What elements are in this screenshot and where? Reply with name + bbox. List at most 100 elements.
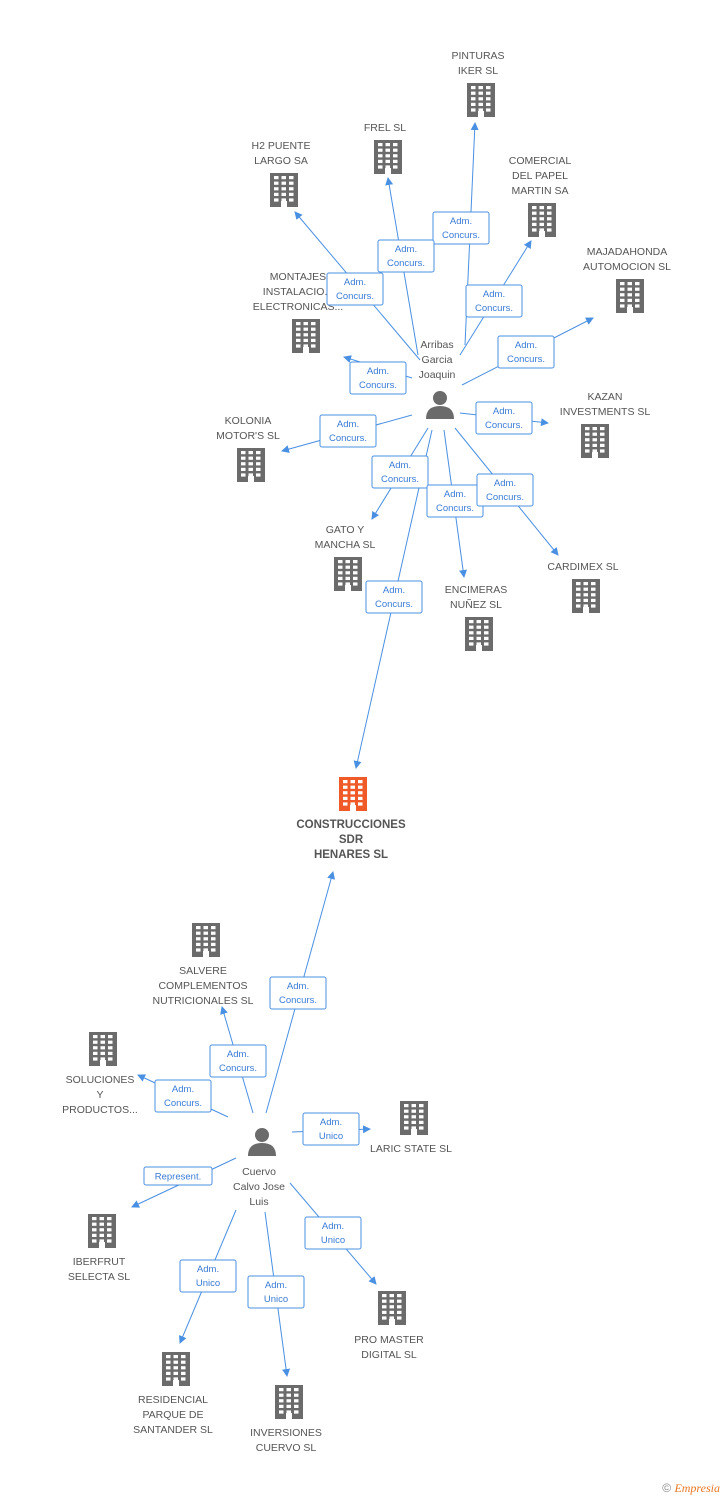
relation-label-arribas-kazan[interactable]: Adm. Concurs. (475, 401, 533, 435)
relation-text: Concurs. (359, 380, 397, 391)
relation-text: Adm. (515, 340, 537, 351)
relation-label-cuervo-iberfrut[interactable]: Represent. (143, 1166, 213, 1186)
relation-label-cuervo-promaster[interactable]: Adm.Unico (304, 1216, 362, 1250)
company-label-h2puente-line-2: LARGO SA (254, 155, 308, 167)
relation-text: Concurs. (219, 1063, 257, 1074)
company-icon-salvere[interactable] (192, 923, 220, 957)
company-icon-laric[interactable] (400, 1101, 428, 1135)
relation-text: Unico (264, 1294, 288, 1305)
company-label-encimeras-line-2: NUÑEZ SL (450, 598, 502, 611)
relation-label-arribas-frel[interactable]: Adm.Concurs. (377, 239, 435, 273)
relation-text: Concurs. (485, 420, 523, 431)
relation-label-cuervo-laric[interactable]: Adm. Unico (302, 1112, 360, 1146)
relation-text: Adm. (197, 1264, 219, 1275)
company-label-gato-line-2: MANCHA SL (315, 539, 376, 551)
company-label-residencial-line-1: RESIDENCIAL (138, 1394, 208, 1406)
relation-label-cuervo-soluciones[interactable]: Adm.Concurs. (154, 1079, 212, 1113)
relation-label-arribas-montajes[interactable]: Adm. Concurs. (349, 361, 407, 395)
focus-company-label-line-1: CONSTRUCCIONES (296, 819, 406, 831)
relation-label-arribas-pinturas[interactable]: Adm.Concurs. (432, 211, 490, 245)
relation-label-cuervo-inversiones[interactable]: Adm. Unico (247, 1275, 305, 1309)
relation-label-arribas-gato[interactable]: Adm.Concurs. (371, 455, 429, 489)
relation-text: Concurs. (507, 354, 545, 365)
relation-text: Concurs. (436, 503, 474, 514)
relation-text: Adm. (383, 585, 405, 596)
company-icon-residencial[interactable] (162, 1352, 190, 1386)
company-label-residencial-line-2: PARQUE DE (142, 1409, 203, 1421)
relation-label-arribas-h2puente[interactable]: Adm. Concurs. (326, 272, 384, 306)
company-icon-iberfrut[interactable] (88, 1214, 116, 1248)
company-label-pinturas-line-1: PINTURAS (451, 50, 504, 62)
relation-text: Concurs. (336, 291, 374, 302)
company-label-gato-line-1: GATO Y (326, 524, 365, 536)
person-label-cuervo-line-2: Calvo Jose (233, 1181, 285, 1193)
company-label-montajes-line-3: ELECTRONICAS... (253, 301, 343, 313)
person-icon-cuervo[interactable] (248, 1128, 276, 1156)
company-icon-promaster[interactable] (378, 1291, 406, 1325)
brand-logo: Empresia (674, 1481, 720, 1495)
relation-text: Unico (321, 1235, 345, 1246)
company-icon-soluciones[interactable] (89, 1032, 117, 1066)
company-label-iberfrut-line-2: SELECTA SL (68, 1271, 130, 1283)
relation-text: Concurs. (475, 303, 513, 314)
relation-text: Unico (319, 1131, 343, 1142)
company-label-inversiones-line-2: CUERVO SL (256, 1442, 317, 1454)
relation-text: Adm. (367, 366, 389, 377)
focus-company-icon[interactable] (339, 777, 367, 811)
relation-text: Adm. (444, 489, 466, 500)
copyright-symbol: © (662, 1481, 672, 1495)
relation-label-arribas-construcciones[interactable]: Adm. Concurs. (365, 580, 423, 614)
company-label-majadahonda-line-1: MAJADAHONDA (587, 246, 668, 258)
company-icon-frel[interactable] (374, 140, 402, 174)
company-label-montajes-line-1: MONTAJES (270, 271, 326, 283)
relation-text: Represent. (155, 1172, 201, 1183)
relation-label-arribas-majadahonda[interactable]: Adm. Concurs. (497, 335, 555, 369)
focus-company-label-line-3: HENARES SL (314, 849, 388, 861)
relation-label-arribas-encimeras[interactable]: Adm. Concurs. (426, 484, 484, 518)
company-label-montajes-line-2: INSTALACIO... (263, 286, 333, 298)
relation-text: Adm. (265, 1280, 287, 1291)
company-icon-pinturas[interactable] (467, 83, 495, 117)
company-icon-cardimex[interactable] (572, 579, 600, 613)
company-label-majadahonda-line-2: AUTOMOCION SL (583, 261, 671, 273)
company-label-inversiones-line-1: INVERSIONES (250, 1427, 322, 1439)
company-label-promaster-line-1: PRO MASTER (354, 1334, 424, 1346)
relation-text: Adm. (493, 406, 515, 417)
relation-text: Adm. (320, 1117, 342, 1128)
relation-text: Adm. (494, 478, 516, 489)
relation-text: Concurs. (375, 599, 413, 610)
company-icon-gato[interactable] (334, 557, 362, 591)
relation-text: Adm. (337, 419, 359, 430)
company-icon-kazan[interactable] (581, 424, 609, 458)
relation-text: Adm. (172, 1084, 194, 1095)
relation-text: Concurs. (329, 433, 367, 444)
company-icon-kolonia[interactable] (237, 448, 265, 482)
relation-label-cuervo-construcciones[interactable]: Adm.Concurs. (269, 976, 327, 1010)
relation-text: Adm. (483, 289, 505, 300)
person-icon-arribas[interactable] (426, 391, 454, 419)
company-icon-inversiones[interactable] (275, 1385, 303, 1419)
company-label-comercial-line-1: COMERCIAL (509, 155, 572, 167)
company-label-laric-line-1: LARIC STATE SL (370, 1143, 452, 1155)
copyright-footer: © Empresia (662, 1481, 720, 1496)
company-label-h2puente-line-1: H2 PUENTE (252, 140, 311, 152)
company-icon-comercial[interactable] (528, 203, 556, 237)
relation-text: Concurs. (279, 995, 317, 1006)
relation-text: Adm. (344, 277, 366, 288)
relation-label-cuervo-salvere[interactable]: Adm.Concurs. (209, 1044, 267, 1078)
relation-label-arribas-cardimex[interactable]: Adm.Concurs. (476, 473, 534, 507)
company-icon-majadahonda[interactable] (616, 279, 644, 313)
company-label-soluciones-line-3: PRODUCTOS... (62, 1104, 138, 1116)
person-label-arribas-line-2: Garcia (422, 354, 453, 366)
company-icon-encimeras[interactable] (465, 617, 493, 651)
person-label-cuervo-line-3: Luis (249, 1196, 268, 1208)
company-icon-h2puente[interactable] (270, 173, 298, 207)
relation-label-arribas-comercial[interactable]: Adm. Concurs. (465, 284, 523, 318)
company-icon-montajes[interactable] (292, 319, 320, 353)
relation-label-arribas-kolonia[interactable]: Adm. Concurs. (319, 414, 377, 448)
relation-label-cuervo-residencial[interactable]: Adm.Unico (179, 1259, 237, 1293)
company-label-comercial-line-3: MARTIN SA (512, 185, 569, 197)
relation-text: Concurs. (381, 474, 419, 485)
company-label-kolonia-line-2: MOTOR'S SL (216, 430, 280, 442)
